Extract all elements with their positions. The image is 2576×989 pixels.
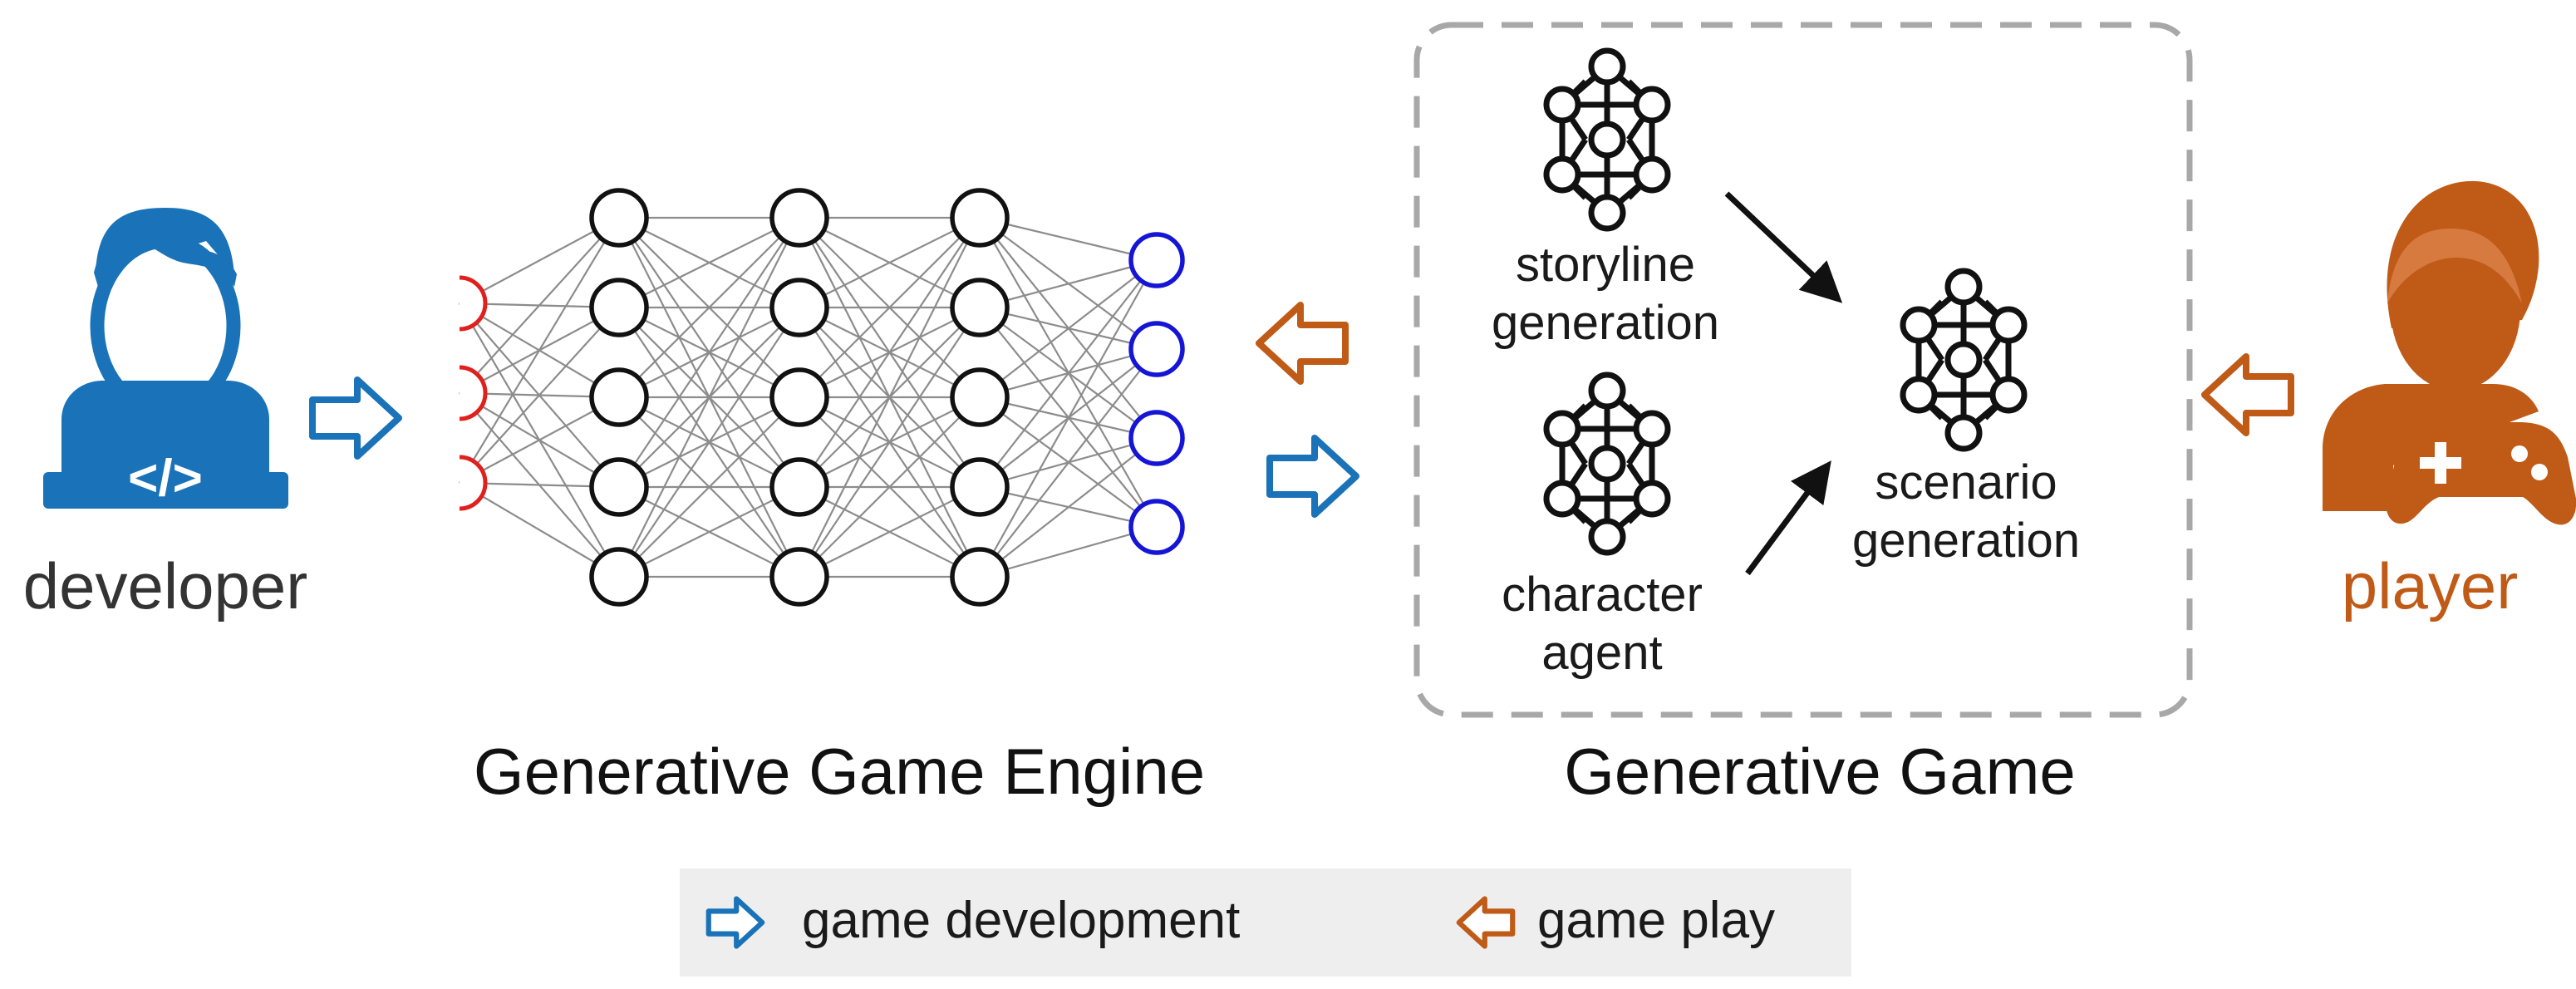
arrow-character-to-scenario (1745, 460, 1831, 576)
developer-screen-text: </> (128, 450, 203, 507)
scenario-label-line2: generation (1852, 514, 2080, 568)
network-connection (618, 396, 800, 578)
arrow-developer-to-engine (312, 380, 399, 456)
network-connection (618, 217, 800, 578)
generative-game-box (1413, 22, 2193, 718)
network-connection (459, 482, 620, 578)
hidden-node (950, 278, 1010, 337)
storyline-network-icon (1546, 51, 1668, 229)
legend-play-label: game play (1537, 892, 1775, 949)
character-label-line1: character (1502, 568, 1703, 622)
network-connection (459, 396, 620, 484)
player-label: player (2342, 549, 2518, 622)
input-node (459, 455, 488, 511)
hidden-node (589, 457, 649, 517)
input-node (459, 365, 488, 421)
arrow-storyline-to-scenario (1724, 191, 1843, 303)
developer-icon: </> (43, 208, 288, 509)
output-node (1128, 499, 1185, 555)
network-connection (799, 217, 981, 308)
network-connection (618, 486, 800, 578)
network-connection (979, 437, 1158, 578)
network-connection (799, 307, 981, 578)
arrow-game-to-engine (1259, 305, 1345, 381)
storyline-label-line1: storyline (1516, 238, 1695, 292)
network-connection (799, 217, 981, 578)
network-connection (799, 486, 981, 578)
hidden-node (589, 188, 649, 248)
storyline-label-line2: generation (1492, 296, 1719, 350)
network-connection (979, 258, 1158, 309)
output-node (1128, 321, 1185, 377)
network-connection (618, 217, 800, 488)
legend-background (680, 868, 1851, 977)
hidden-node (950, 457, 1010, 517)
network-connection (979, 259, 1158, 488)
network-connection (799, 217, 981, 488)
network-connection (459, 307, 620, 484)
network-connection (459, 217, 620, 304)
network-connection (618, 217, 800, 308)
hidden-node (589, 278, 649, 337)
arrow-player-to-game (2205, 357, 2291, 433)
input-node (459, 275, 488, 332)
hidden-node (950, 188, 1010, 248)
network-connection (618, 217, 800, 398)
scenario-network-icon (1903, 271, 2024, 449)
legend-development-label: game development (802, 892, 1240, 949)
hidden-node (950, 367, 1010, 427)
network-connection (979, 259, 1158, 398)
network-nodes (459, 188, 1185, 607)
hidden-node (589, 367, 649, 427)
network-connection (979, 216, 1158, 262)
player-gamepad-icon (2323, 180, 2576, 525)
developer-label: developer (23, 549, 308, 622)
hidden-node (769, 278, 829, 337)
hidden-node (769, 367, 829, 427)
network-connection (979, 348, 1158, 578)
arrow-engine-to-game (1270, 438, 1356, 514)
network-connection (459, 217, 620, 394)
hidden-node (950, 547, 1010, 607)
output-node (1128, 410, 1185, 466)
network-connection (979, 259, 1158, 578)
hidden-node (769, 547, 829, 607)
network-connection (618, 307, 800, 578)
hidden-node (769, 188, 829, 248)
hidden-node (589, 547, 649, 607)
output-node (1128, 232, 1185, 288)
network-connection (979, 525, 1158, 578)
hidden-node (769, 457, 829, 517)
network-connection (799, 396, 981, 578)
network-connection (799, 217, 981, 398)
neural-network-icon (459, 188, 1185, 607)
scenario-label-line1: scenario (1875, 455, 2057, 509)
game-caption: Generative Game (1564, 735, 2076, 808)
character-network-icon (1546, 375, 1668, 553)
engine-caption: Generative Game Engine (474, 735, 1205, 808)
legend: game development game play (680, 868, 1851, 977)
character-label-line2: agent (1541, 626, 1662, 680)
network-connection (459, 217, 620, 484)
